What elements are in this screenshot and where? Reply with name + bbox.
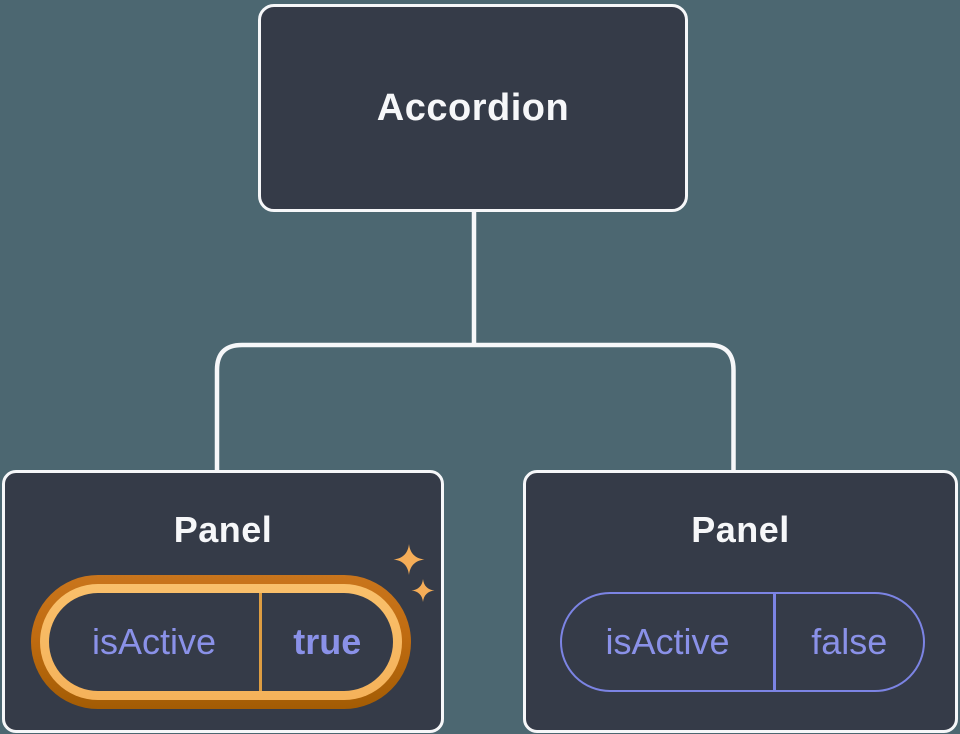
state-value-cell: false bbox=[776, 594, 924, 690]
state-value-label: true bbox=[293, 621, 362, 662]
panel-node-active: Panel isActive true bbox=[2, 470, 444, 733]
panel-label: Panel bbox=[691, 509, 790, 550]
state-pill-inner: isActive true bbox=[49, 593, 393, 691]
state-pill-inactive: isActive false bbox=[560, 592, 925, 692]
state-key-label: isActive bbox=[605, 621, 730, 662]
pill-divider bbox=[773, 594, 776, 690]
panel-node-inactive: Panel isActive false bbox=[523, 470, 958, 733]
connector-branches bbox=[214, 342, 736, 471]
panel-label: Panel bbox=[173, 509, 273, 550]
state-value-cell: true bbox=[262, 593, 394, 691]
state-key-cell: isActive bbox=[49, 593, 259, 691]
pill-divider bbox=[259, 593, 262, 691]
state-pill-active: isActive true bbox=[31, 575, 411, 709]
state-value-label: false bbox=[811, 621, 888, 662]
state-key-cell: isActive bbox=[562, 594, 773, 690]
accordion-node: Accordion bbox=[258, 4, 688, 212]
state-pill-gold-ring: isActive true bbox=[40, 584, 402, 700]
sparkle-icon-small bbox=[411, 579, 435, 602]
state-key-label: isActive bbox=[91, 621, 217, 662]
sparkle-icon-large bbox=[393, 544, 425, 575]
accordion-label: Accordion bbox=[376, 86, 570, 129]
